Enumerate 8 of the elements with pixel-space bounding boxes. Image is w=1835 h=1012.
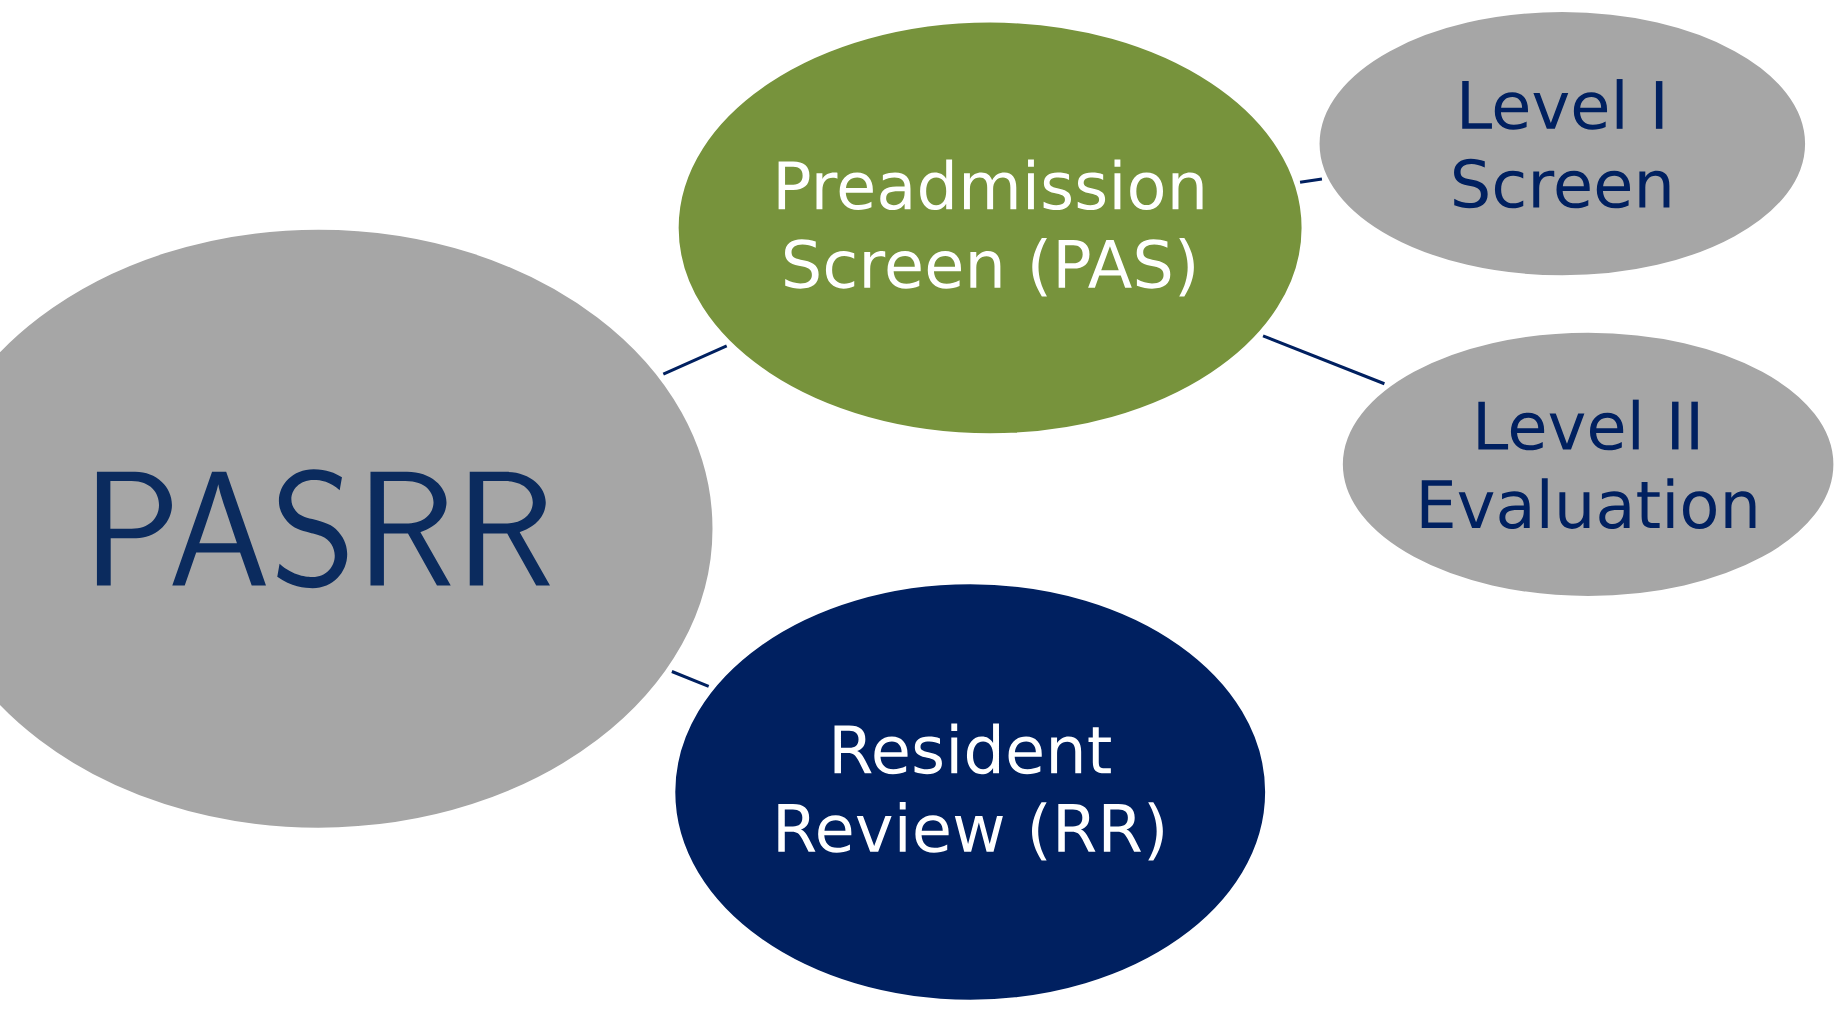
connector-line bbox=[671, 670, 710, 688]
connector-line bbox=[662, 344, 728, 376]
ellipse-node: Resident Review (RR) bbox=[669, 578, 1272, 1006]
ellipse-node: Level I Screen bbox=[1313, 6, 1812, 282]
connector-line bbox=[1262, 334, 1385, 386]
ellipse-node: Level II Evaluation bbox=[1336, 326, 1835, 602]
ellipse-node: Preadmission Screen (PAS) bbox=[672, 16, 1308, 440]
connector-line bbox=[1299, 177, 1323, 184]
